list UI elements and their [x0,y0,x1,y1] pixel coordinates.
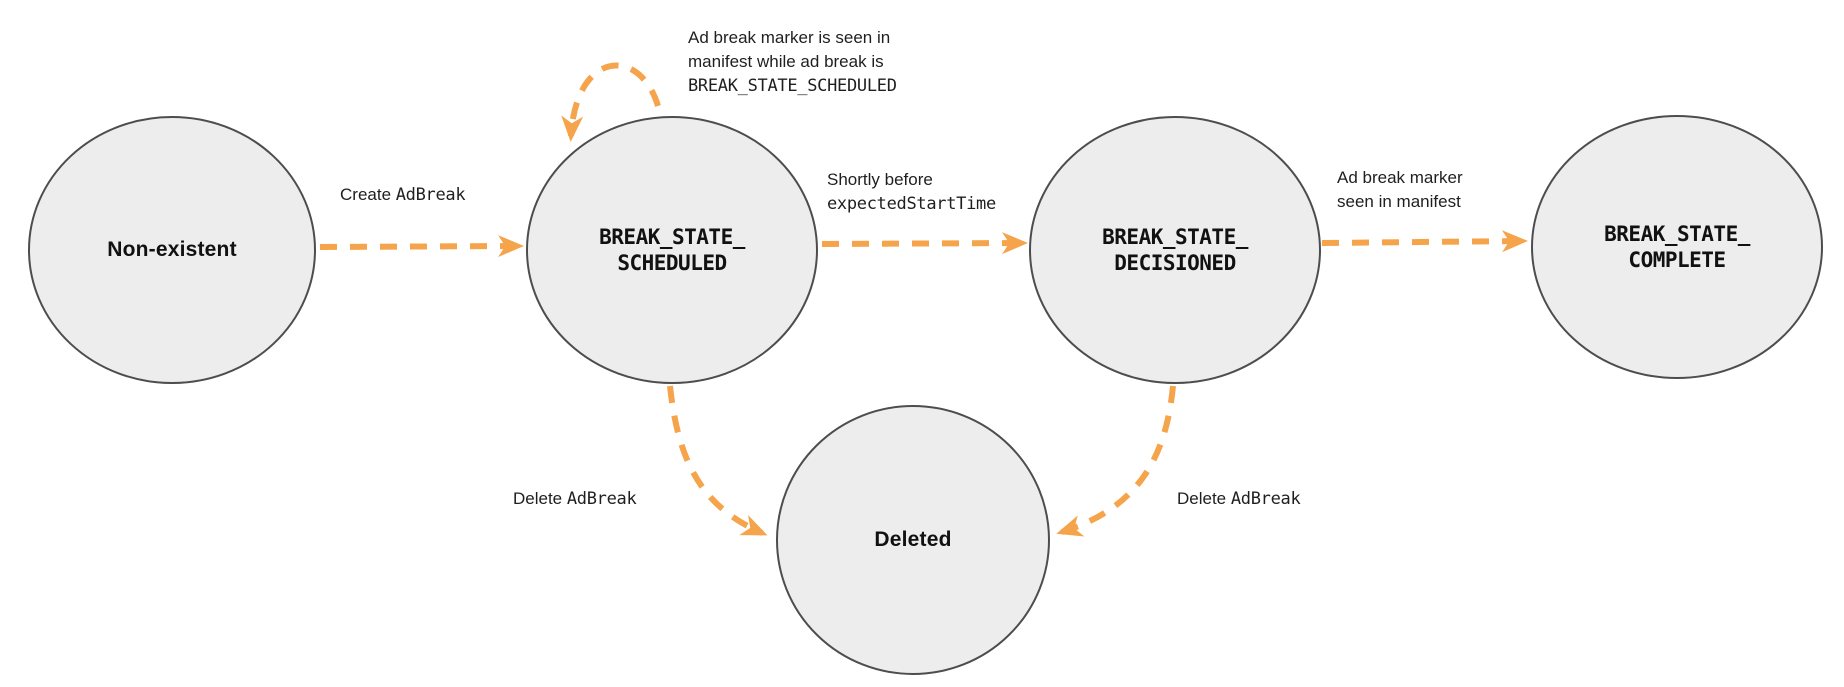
state-label-line2: SCHEDULED [617,251,727,275]
edge-label-code: expectedStartTime [827,194,996,214]
state-node-complete [1531,115,1823,379]
edge-create-adbreak [319,235,524,258]
state-label-text: Non-existent [107,238,237,261]
edge-delete-from-scheduled [667,385,768,536]
edge-self-loop [561,62,661,142]
state-label-line2: DECISIONED [1114,251,1236,275]
state-label-non-existent: Non-existent [29,117,315,383]
edge-label-shortly-before: Shortly before expectedStartTime [827,168,996,216]
edge-label-line2: seen in manifest [1337,192,1461,211]
edge-label-create-adbreak: Create AdBreak [340,183,466,207]
state-node-decisioned [1029,116,1321,384]
edge-label-code: AdBreak [566,489,637,509]
edge-label-line1: Ad break marker is seen in [688,28,891,47]
edge-shortly-before [821,232,1028,255]
edge-label-code: BREAK_STATE_SCHEDULED [688,76,897,96]
state-node-deleted [776,405,1050,675]
state-node-scheduled [526,116,818,384]
edge-marker-seen [1321,230,1528,253]
edge-label-text: Delete [513,489,567,508]
state-label-line1: BREAK_STATE_ [599,225,745,249]
state-label-line1: BREAK_STATE_ [1102,225,1248,249]
edge-delete-from-decisioned [1056,385,1176,537]
state-node-non-existent [28,116,316,384]
state-label-text: Deleted [874,528,952,551]
state-label-decisioned: BREAK_STATE_ DECISIONED [1030,117,1320,383]
edge-label-text: Create [340,185,396,204]
edge-label-line1: Ad break marker [1337,168,1463,187]
state-label-line1: BREAK_STATE_ [1604,222,1750,246]
edge-label-text: Delete [1177,489,1231,508]
edge-label-code: AdBreak [395,185,466,205]
edge-label-delete-left: Delete AdBreak [513,487,637,511]
edge-label-delete-right: Delete AdBreak [1177,487,1301,511]
edge-label-code: AdBreak [1230,489,1301,509]
state-label-complete: BREAK_STATE_ COMPLETE [1532,116,1822,378]
state-label-line2: COMPLETE [1628,248,1726,272]
edge-label-marker-seen: Ad break marker seen in manifest [1337,166,1463,214]
state-label-scheduled: BREAK_STATE_ SCHEDULED [527,117,817,383]
edge-label-line1: Shortly before [827,170,933,189]
state-label-deleted: Deleted [777,406,1049,674]
edge-label-line2: manifest while ad break is [688,52,884,71]
edge-label-self-loop: Ad break marker is seen in manifest whil… [688,26,897,98]
